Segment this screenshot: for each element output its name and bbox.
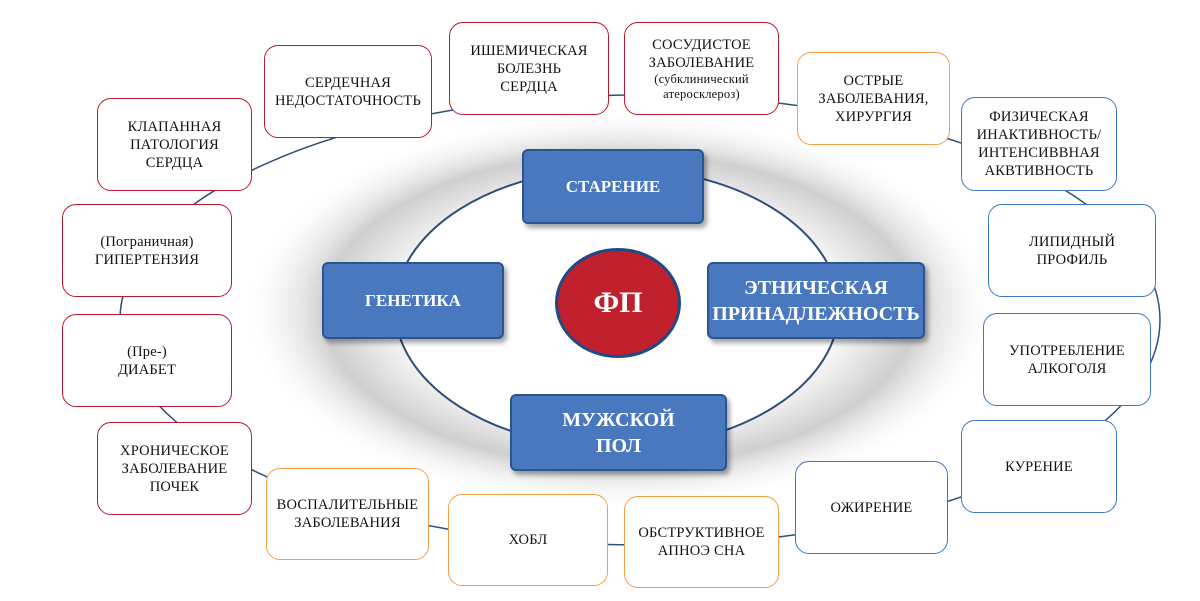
factor-genetics: ГЕНЕТИКА (322, 262, 504, 339)
condition-text: ИНТЕНСИВВНАЯ (978, 145, 1100, 161)
condition-text: СЕРДЕЧНАЯ (304, 74, 392, 91)
condition-text: ХИРУРГИЯ (834, 108, 913, 125)
condition-text: ИНАКТИВНОСТЬ/ (976, 127, 1102, 143)
condition-kidney: ХРОНИЧЕСКОЕ ЗАБОЛЕВАНИЕ ПОЧЕК (97, 422, 252, 515)
condition-text: ПАТОЛОГИЯ (130, 136, 219, 153)
condition-text: БОЛЕЗНЬ (496, 60, 562, 77)
condition-vascular: СОСУДИСТОЕ ЗАБОЛЕВАНИЕ (субклинический а… (624, 22, 779, 115)
condition-apnea: ОБСТРУКТИВНОЕ АПНОЭ СНА (624, 496, 779, 588)
condition-text: ЛИПИДНЫЙ (1028, 233, 1116, 250)
condition-text: ХОБЛ (508, 532, 548, 548)
condition-text: (Пре-) (127, 343, 167, 360)
condition-text: СЕРДЦА (145, 154, 204, 171)
condition-text: ДИАБЕТ (117, 361, 177, 378)
condition-text: ХРОНИЧЕСКОЕ (120, 442, 229, 459)
condition-text: АПНОЭ СНА (657, 543, 746, 559)
condition-text: АЛКОГОЛЯ (1027, 360, 1107, 377)
center-label: ФП (593, 286, 643, 319)
condition-lipid: ЛИПИДНЫЙ ПРОФИЛЬ (988, 204, 1156, 297)
factor-text: ПРИНАДЛЕЖНОСТЬ (712, 302, 920, 325)
center-af-circle: ФП (555, 248, 681, 358)
factor-aging: СТАРЕНИЕ (522, 149, 704, 224)
condition-text: ПОЧЕК (149, 478, 200, 495)
condition-diabetes: (Пре-) ДИАБЕТ (62, 314, 232, 407)
factor-text: СТАРЕНИЕ (565, 176, 661, 196)
condition-acute: ОСТРЫЕ ЗАБОЛЕВАНИЯ, ХИРУРГИЯ (797, 52, 950, 145)
factor-male: МУЖСКОЙ ПОЛ (510, 394, 727, 471)
condition-text: КЛАПАННАЯ (127, 118, 222, 135)
condition-text: ЗАБОЛЕВАНИЯ, (818, 90, 929, 107)
condition-alcohol: УПОТРЕБЛЕНИЕ АЛКОГОЛЯ (983, 313, 1151, 406)
condition-text: ЗАБОЛЕВАНИЕ (648, 54, 755, 71)
condition-text: ПРОФИЛЬ (1036, 251, 1108, 268)
condition-text: ГИПЕРТЕНЗИЯ (94, 251, 200, 268)
condition-hypertension: (Пограничная) ГИПЕРТЕНЗИЯ (62, 204, 232, 297)
condition-text: УПОТРЕБЛЕНИЕ (1009, 342, 1125, 359)
condition-valvular: КЛАПАННАЯ ПАТОЛОГИЯ СЕРДЦА (97, 98, 252, 191)
condition-text: ОСТРЫЕ (843, 72, 904, 89)
factor-ethnicity: ЭТНИЧЕСКАЯ ПРИНАДЛЕЖНОСТЬ (707, 262, 925, 339)
condition-smoking: КУРЕНИЕ (961, 420, 1117, 513)
condition-copd: ХОБЛ (448, 494, 608, 586)
factor-text: МУЖСКОЙ (562, 408, 675, 431)
factor-text: ГЕНЕТИКА (365, 290, 461, 310)
factor-text: ПОЛ (595, 434, 642, 457)
condition-text: (субклинический (654, 71, 749, 86)
factor-text: ЭТНИЧЕСКАЯ (744, 276, 888, 299)
condition-obesity: ОЖИРЕНИЕ (795, 461, 948, 554)
condition-inflammatory: ВОСПАЛИТЕЛЬНЫЕ ЗАБОЛЕВАНИЯ (266, 468, 429, 560)
condition-activity: ФИЗИЧЕСКАЯ ИНАКТИВНОСТЬ/ ИНТЕНСИВВНАЯ АК… (961, 97, 1117, 191)
condition-text: АКВТИВНОСТЬ (984, 163, 1094, 179)
condition-text: КУРЕНИЕ (1005, 458, 1073, 475)
condition-text: ЗАБОЛЕВАНИЕ (121, 460, 228, 477)
condition-text: ВОСПАЛИТЕЛЬНЫЕ (276, 497, 419, 513)
condition-text: (Пограничная) (100, 233, 194, 250)
condition-text: СЕРДЦА (500, 78, 558, 95)
condition-text: ФИЗИЧЕСКАЯ (989, 109, 1089, 125)
condition-text: ИШЕМИЧЕСКАЯ (470, 42, 588, 59)
condition-text: ОБСТРУКТИВНОЕ (638, 525, 765, 541)
condition-heart-failure: СЕРДЕЧНАЯ НЕДОСТАТОЧНОСТЬ (264, 45, 432, 138)
condition-text: НЕДОСТАТОЧНОСТЬ (274, 92, 422, 109)
condition-text: атеросклероз) (663, 86, 740, 101)
condition-text: ЗАБОЛЕВАНИЯ (294, 515, 401, 531)
condition-text: ОЖИРЕНИЕ (830, 499, 913, 516)
condition-ischemic: ИШЕМИЧЕСКАЯ БОЛЕЗНЬ СЕРДЦА (449, 22, 609, 115)
condition-text: СОСУДИСТОЕ (652, 36, 751, 53)
